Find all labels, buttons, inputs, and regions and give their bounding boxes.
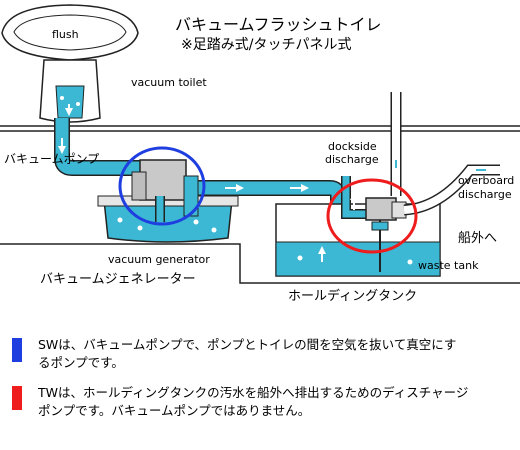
blue-note-line-2: るポンプです。 <box>38 355 124 370</box>
holding-tank-jp-label: ホールディングタンク <box>288 288 417 304</box>
vacuum-pump-label: バキュームポンプ <box>4 152 99 166</box>
toilet <box>1 4 139 123</box>
red-note-line-1: TWは、ホールディングタンクの汚水を船外へ排出するためのディスチャージ <box>38 385 469 400</box>
dockside-label-2: discharge <box>325 153 379 166</box>
vacuum-pump <box>131 159 199 222</box>
blue-note-line-1: SWは、バキュームポンプで、ポンプとトイレの間を空気を抜いて真空にす <box>38 337 457 352</box>
red-note: TWは、ホールディングタンクの汚水を船外へ排出するためのディスチャージ ポンプで… <box>38 384 468 420</box>
vacuum-generator-jp-label: バキュームジェネレーター <box>40 272 196 287</box>
vacuum-generator <box>97 195 239 243</box>
overboard-label-2: discharge <box>458 188 512 201</box>
title-line-2: ※足踏み式/タッチパネル式 <box>181 37 351 53</box>
dockside-label-1: dockside <box>328 140 377 153</box>
blue-highlight-circle <box>118 146 206 226</box>
vacuum-generator-label: vacuum generator <box>108 253 210 266</box>
overboard-jp-label: 船外へ <box>458 231 497 246</box>
overboard-discharge-pipe <box>403 164 500 216</box>
title-line-1: バキュームフラッシュトイレ <box>175 15 382 34</box>
pipe-toilet-to-pump <box>54 104 172 176</box>
red-note-swatch <box>12 386 22 410</box>
vacuum-toilet-label: vacuum toilet <box>131 76 207 89</box>
red-note-line-2: ポンプです。バキュームポンプではありません。 <box>38 403 311 418</box>
blue-note-swatch <box>12 338 22 362</box>
waste-tank-label: waste tank <box>418 259 479 272</box>
holding-tank <box>275 203 441 277</box>
blue-note: SWは、バキュームポンプで、ポンプとトイレの間を空気を抜いて真空にす るポンプで… <box>38 336 456 372</box>
red-highlight-circle <box>326 178 418 254</box>
flush-label: flush <box>52 28 79 41</box>
deck-lines <box>0 125 520 284</box>
pipe-pump-to-tank <box>190 180 346 232</box>
overboard-label-1: overboard <box>458 174 514 187</box>
